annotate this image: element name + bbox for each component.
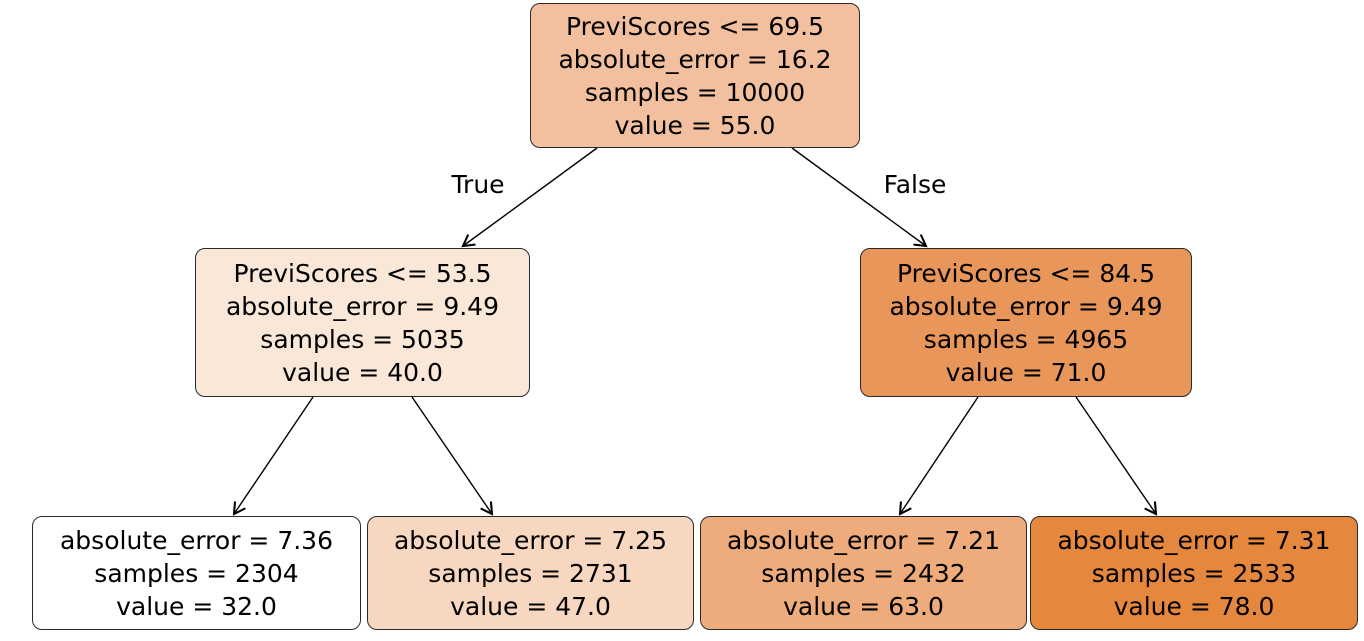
edge-label-false: False [883, 170, 947, 199]
node-value-line: value = 71.0 [945, 357, 1107, 387]
node-samples-line: samples = 10000 [584, 77, 806, 107]
node-error-line: absolute_error = 7.31 [1057, 525, 1331, 555]
edge-left-to-leaf1 [232, 396, 314, 516]
node-samples-line: samples = 4965 [923, 324, 1129, 354]
node-error-line: absolute_error = 7.25 [393, 525, 667, 555]
tree-node-root: PreviScores <= 69.5 absolute_error = 16.… [530, 3, 860, 148]
node-value-line: value = 47.0 [450, 591, 611, 621]
edge-root-to-right [791, 147, 928, 248]
node-error-line: absolute_error = 9.49 [889, 291, 1163, 321]
node-samples-line: samples = 5035 [260, 324, 465, 354]
edge-label-true: True [451, 170, 505, 199]
node-samples-line: samples = 2304 [94, 558, 299, 588]
node-error-line: absolute_error = 7.36 [59, 525, 333, 555]
node-condition: PreviScores <= 53.5 [233, 258, 492, 288]
node-error-line: absolute_error = 16.2 [558, 44, 832, 74]
edge-right-to-leaf3 [898, 396, 979, 516]
node-condition: PreviScores <= 84.5 [897, 258, 1155, 288]
tree-node-left-internal: PreviScores <= 53.5 absolute_error = 9.4… [195, 248, 530, 397]
node-value-line: value = 55.0 [614, 110, 776, 140]
node-condition: PreviScores <= 69.5 [566, 11, 824, 41]
node-value-line: value = 40.0 [282, 357, 443, 387]
tree-node-leaf-4: absolute_error = 7.31 samples = 2533 val… [1030, 516, 1358, 630]
tree-node-leaf-3: absolute_error = 7.21 samples = 2432 val… [700, 516, 1027, 630]
node-value-line: value = 32.0 [116, 591, 277, 621]
node-value-line: value = 78.0 [1113, 591, 1275, 621]
tree-node-leaf-2: absolute_error = 7.25 samples = 2731 val… [367, 516, 694, 630]
edge-left-to-leaf2 [411, 396, 494, 516]
node-value-line: value = 63.0 [783, 591, 944, 621]
node-error-line: absolute_error = 7.21 [726, 525, 1000, 555]
tree-node-right-internal: PreviScores <= 84.5 absolute_error = 9.4… [860, 248, 1192, 397]
node-samples-line: samples = 2533 [1091, 558, 1297, 588]
edge-right-to-leaf4 [1075, 396, 1158, 516]
tree-node-leaf-1: absolute_error = 7.36 samples = 2304 val… [32, 516, 361, 630]
node-samples-line: samples = 2432 [761, 558, 966, 588]
node-samples-line: samples = 2731 [428, 558, 633, 588]
node-error-line: absolute_error = 9.49 [225, 291, 499, 321]
edge-root-to-left [461, 147, 598, 248]
